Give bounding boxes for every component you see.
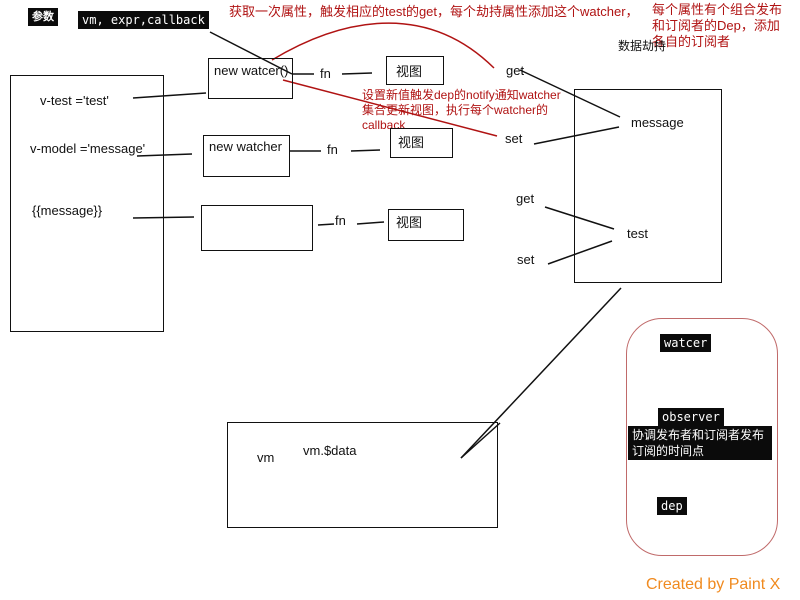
link-vm-observer xyxy=(460,422,501,459)
link-vmodel-watcher2 xyxy=(136,153,193,157)
credit-text: Created by Paint X xyxy=(646,576,781,593)
params-label: 参数 xyxy=(28,8,58,26)
link-observer-vm xyxy=(460,287,622,459)
mustache-label: {{message}} xyxy=(32,203,103,218)
legend-watcer: watcer xyxy=(660,334,712,352)
link-vtest-watcher1 xyxy=(132,92,207,99)
watcher-2-label: new watcher xyxy=(209,139,282,154)
fn-label-1: fn xyxy=(320,66,331,81)
v-model-label: v-model ='message' xyxy=(30,141,146,156)
message-label: message xyxy=(631,115,684,130)
legend-box xyxy=(626,318,778,556)
link-set2-test xyxy=(547,240,613,265)
link-get1-message xyxy=(519,69,621,118)
vm-box xyxy=(227,422,498,528)
vm-label: vm xyxy=(257,450,275,465)
set-label-1: set xyxy=(505,131,523,146)
watcher-box-2 xyxy=(203,135,290,177)
view-box-1 xyxy=(386,56,444,85)
fn-label-3: fn xyxy=(335,213,346,228)
link-get2-test xyxy=(544,206,615,230)
v-test-label: v-test ='test' xyxy=(40,93,109,108)
watcher-1-label: new watcer() xyxy=(214,63,289,78)
set-label-2: set xyxy=(517,252,535,267)
params-value: vm, expr,callback xyxy=(78,11,209,29)
red-arc-get xyxy=(271,22,495,69)
link-fn2-view2 xyxy=(350,149,381,152)
vm-data-label: vm.$data xyxy=(303,443,357,458)
get-label-1: get xyxy=(506,63,525,78)
get-label-2: get xyxy=(516,191,535,206)
view-label-1: 视图 xyxy=(396,64,423,79)
link-fn3-view3 xyxy=(356,221,385,225)
view-box-3 xyxy=(388,209,464,241)
right-annotation: 每个属性有个组合发布和订阅者的Dep，添加各自的订阅者 xyxy=(652,2,783,49)
red-line-set xyxy=(282,79,498,137)
legend-dep: dep xyxy=(657,497,687,515)
watcher-box-3 xyxy=(201,205,313,251)
link-set1-message xyxy=(533,126,620,145)
link-w3-fn xyxy=(317,223,335,226)
view-box-2 xyxy=(390,128,453,158)
data-hijack-label: 数据劫持 xyxy=(618,39,667,53)
set-annotation: 设置新值触发dep的notify通知watcher集合更新视图，执行每个watc… xyxy=(362,88,561,132)
view-label-2: 视图 xyxy=(398,135,425,150)
fn-label-2: fn xyxy=(327,142,338,157)
link-fn1-view1 xyxy=(341,72,373,75)
template-box xyxy=(10,75,164,332)
view-label-3: 视图 xyxy=(396,215,423,230)
link-params-watcher xyxy=(209,31,293,75)
watcher-box-1 xyxy=(208,58,293,99)
observer-box xyxy=(574,89,722,283)
top-annotation: 获取一次属性，触发相应的test的get，每个劫持属性添加这个watcher， xyxy=(229,4,639,19)
test-label: test xyxy=(627,226,648,241)
legend-observer-desc: 协调发布者和订阅者发布订阅的时间点 xyxy=(628,426,772,460)
legend-observer: observer xyxy=(658,408,724,426)
